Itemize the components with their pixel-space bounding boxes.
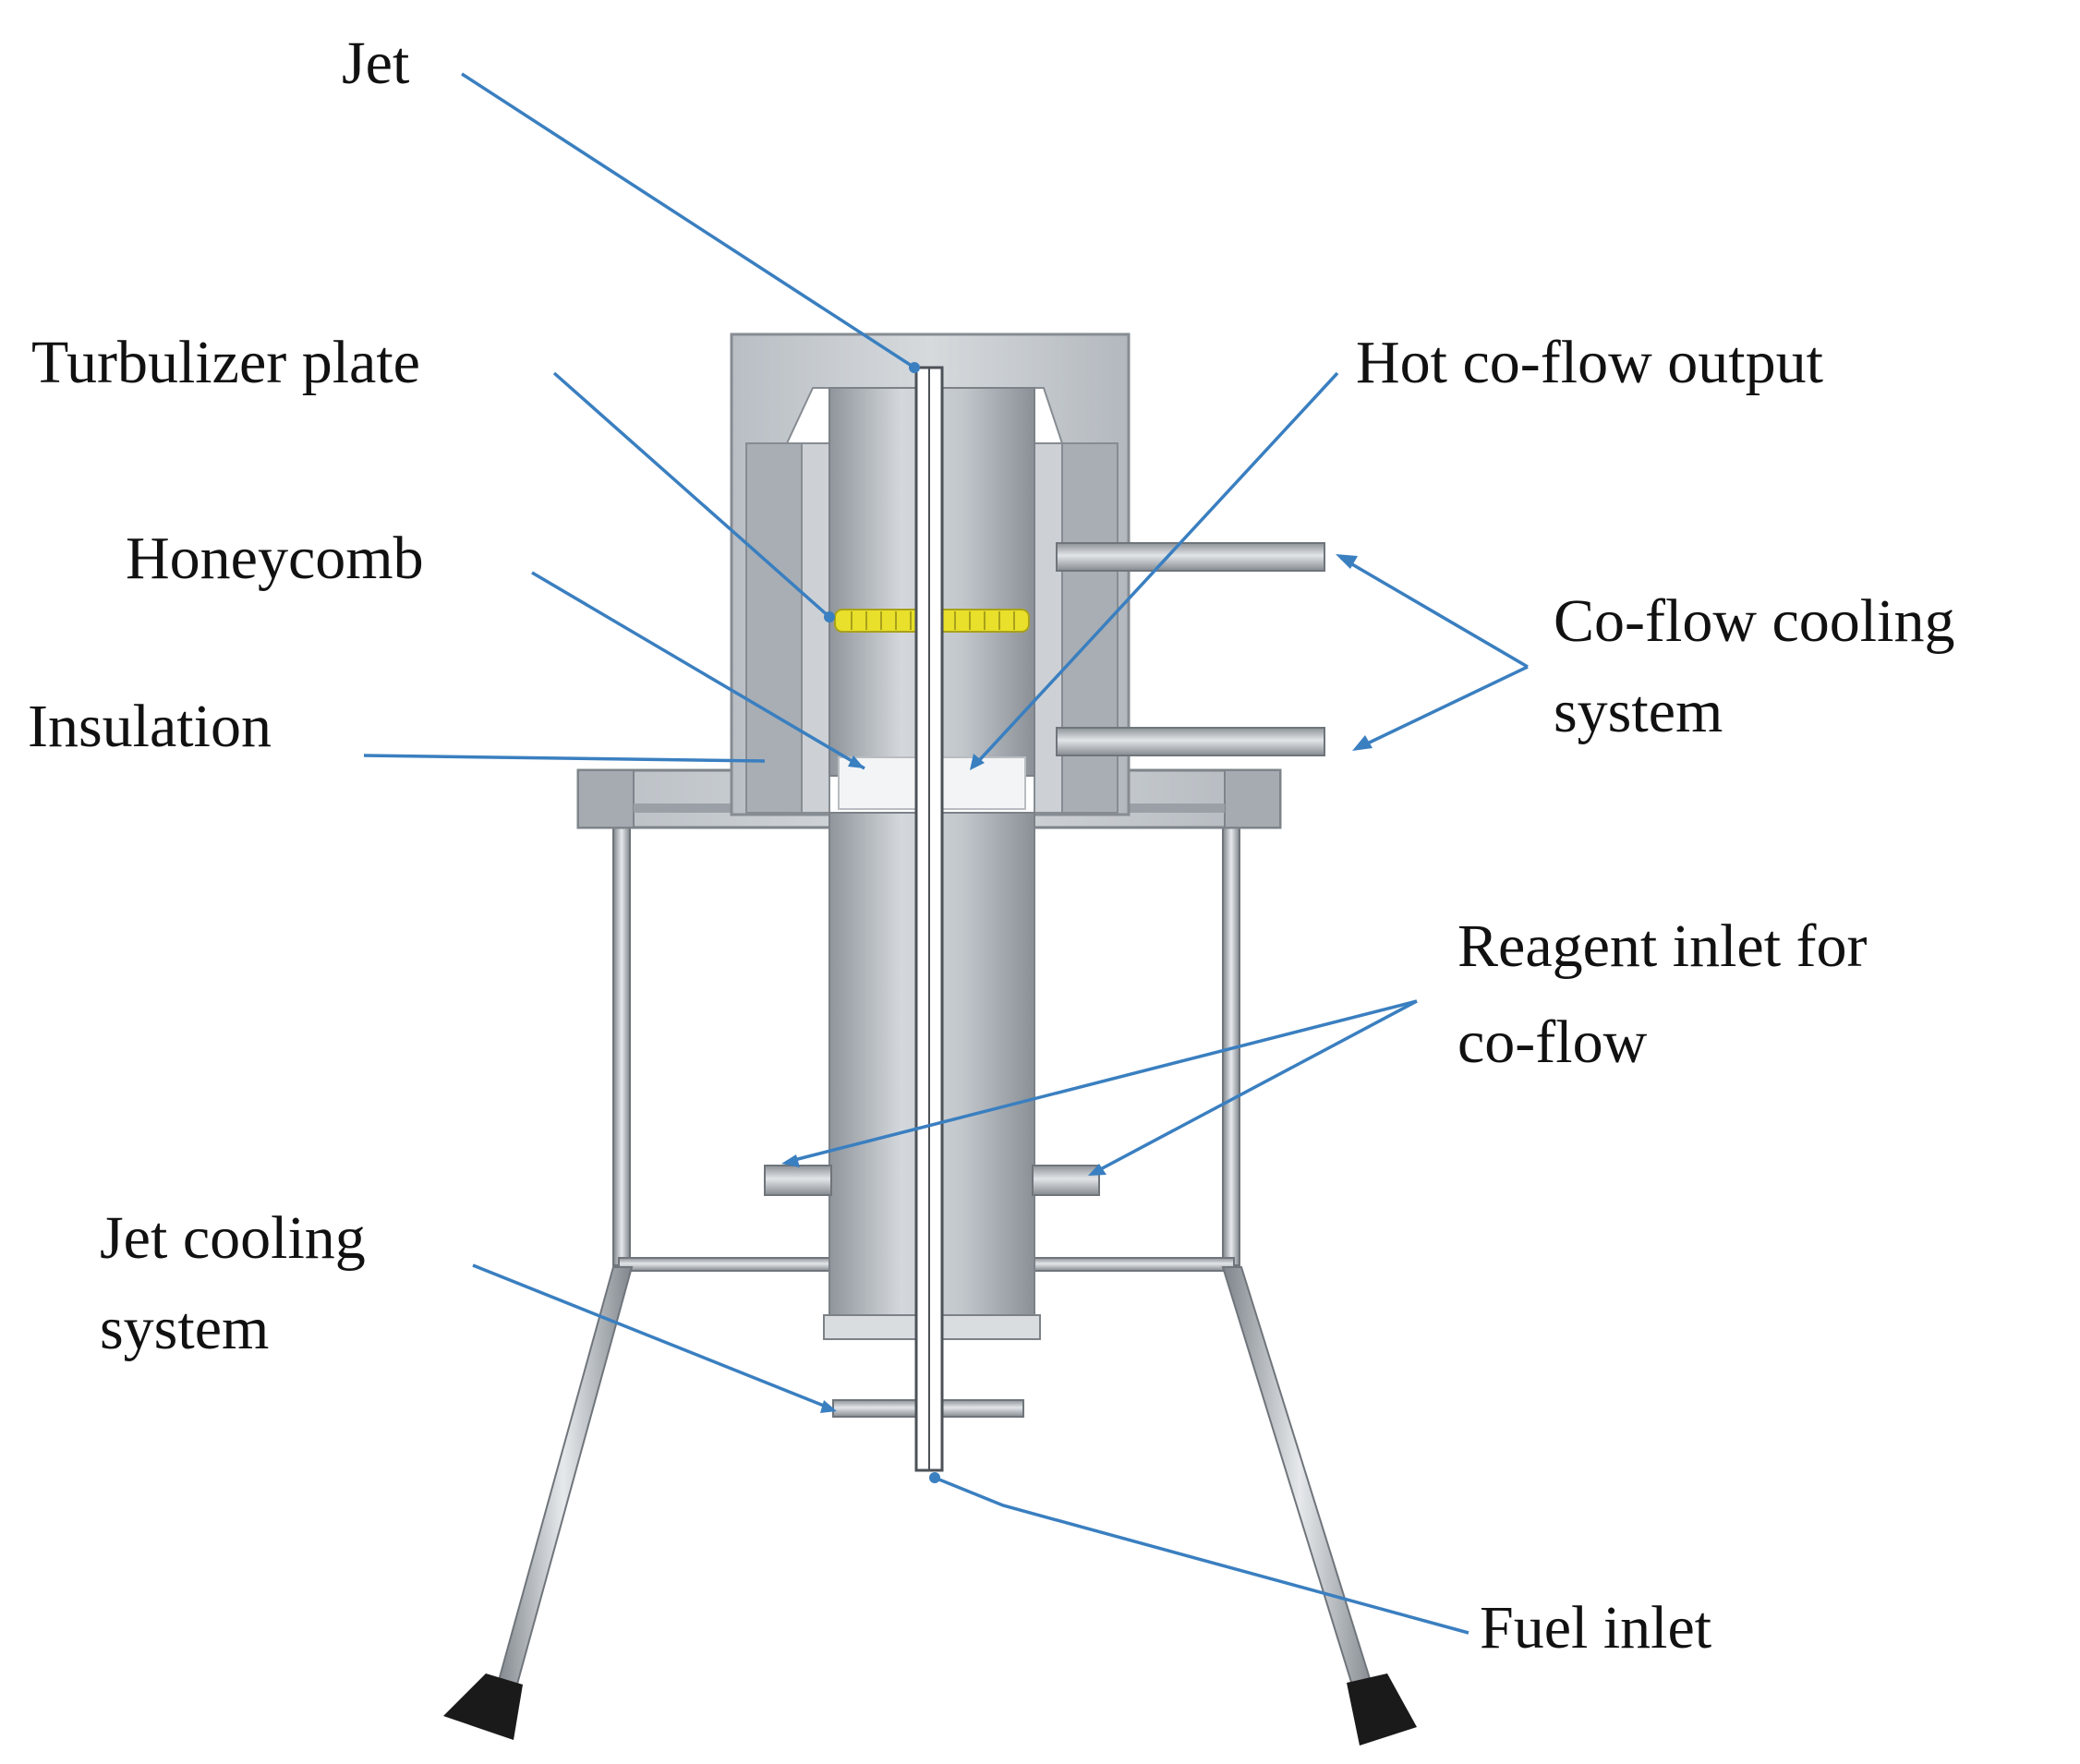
- left-foot: [443, 1673, 523, 1740]
- label-jet: Jet: [342, 30, 409, 97]
- label-reagent-inlet-line1: Reagent inlet for: [1457, 912, 1868, 980]
- right-foot: [1347, 1673, 1417, 1746]
- jet-tube: [914, 366, 944, 1472]
- label-honeycomb: Honeycomb: [126, 525, 424, 592]
- label-fuel-inlet: Fuel inlet: [1480, 1594, 1711, 1661]
- reagent-inlet-pipes: [764, 1165, 1100, 1196]
- label-coflow-cooling-line1: Co-flow cooling: [1554, 587, 1954, 655]
- label-turbulizer-plate: Turbulizer plate: [31, 329, 420, 396]
- label-coflow-cooling-line2: system: [1554, 678, 1723, 745]
- label-hot-coflow-output: Hot co-flow output: [1356, 329, 1823, 396]
- label-reagent-inlet-line2: co-flow: [1457, 1009, 1648, 1076]
- label-insulation: Insulation: [28, 693, 272, 760]
- burner-apparatus: [443, 332, 1417, 1746]
- support-legs: [443, 821, 1417, 1746]
- leader-lines: [363, 72, 1529, 1635]
- label-jet-cooling-line2: system: [100, 1295, 269, 1362]
- diagram-labels: Jet Turbulizer plate Honeycomb Insulatio…: [28, 30, 1954, 1661]
- label-jet-cooling-line1: Jet cooling: [100, 1204, 366, 1272]
- coflow-cooling-pipes: [1056, 542, 1325, 756]
